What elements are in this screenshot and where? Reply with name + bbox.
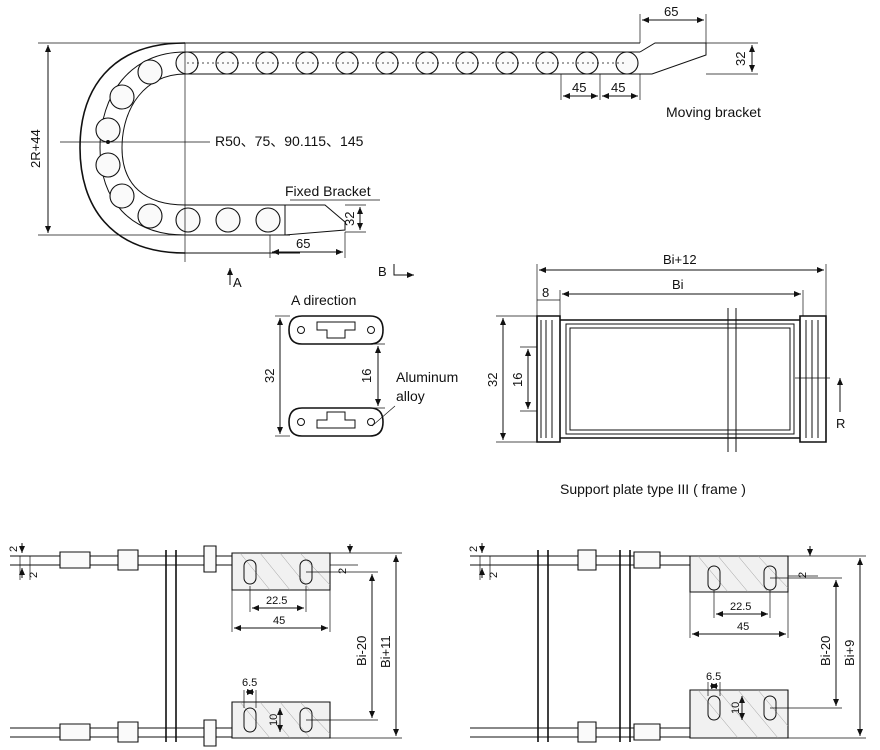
br-dim-22-5: 22.5 xyxy=(730,601,751,613)
a-direction-title: A direction xyxy=(291,292,356,308)
bracket-right-view xyxy=(470,543,866,743)
dim-45-b: 45 xyxy=(611,80,625,95)
top-links xyxy=(175,51,639,75)
material-line1: Aluminum xyxy=(396,369,458,385)
a-direction-view xyxy=(275,315,396,437)
bracket-left-view xyxy=(10,543,402,747)
dim-32-top: 32 xyxy=(733,52,748,66)
dim-65-bottom: 65 xyxy=(296,236,310,251)
dim-2r44: 2R+44 xyxy=(28,129,43,168)
dim-45-a: 45 xyxy=(572,80,586,95)
bl-dim-45: 45 xyxy=(273,615,285,627)
bl-dim-2-bottom: 2 xyxy=(28,572,40,578)
sp-caption: Support plate type III ( frame ) xyxy=(560,481,746,497)
moving-bracket-shape xyxy=(639,42,707,75)
dim-32-bottom: 32 xyxy=(342,212,357,226)
bl-dim-bi11: Bi+11 xyxy=(378,635,393,668)
sp-dim-bi: Bi xyxy=(672,277,684,292)
br-dim-6-5: 6.5 xyxy=(706,671,721,683)
br-dim-10: 10 xyxy=(730,702,742,714)
br-dim-2-bottom: 2 xyxy=(488,572,500,578)
br-dim-2-top: 2 xyxy=(468,546,480,552)
bl-dim-2-top: 2 xyxy=(8,546,20,552)
dim-65-top: 65 xyxy=(664,4,678,19)
br-dim-bi20: Bi-20 xyxy=(818,636,833,666)
bl-dim-10: 10 xyxy=(268,714,280,726)
bl-dim-2-plate: 2 xyxy=(337,568,349,574)
moving-bracket-label: Moving bracket xyxy=(666,104,761,120)
br-dim-bi9: Bi+9 xyxy=(842,640,857,666)
material-line2: alloy xyxy=(396,388,425,404)
support-plate-view xyxy=(496,264,843,452)
a-dim-16: 16 xyxy=(359,369,374,383)
view-arrow-a: A xyxy=(233,275,242,290)
bl-dim-bi20: Bi-20 xyxy=(354,636,369,666)
sp-dim-16: 16 xyxy=(510,373,525,387)
chain-top-view xyxy=(38,14,758,285)
sp-dim-8: 8 xyxy=(542,285,549,300)
bottom-links xyxy=(175,207,281,233)
radius-label: R50、75、90.115、145 xyxy=(215,133,364,149)
br-dim-2-plate: 2 xyxy=(797,572,809,578)
view-arrow-b: B xyxy=(378,264,387,279)
bend-links xyxy=(95,59,163,229)
br-dim-45: 45 xyxy=(737,621,749,633)
fixed-bracket-label: Fixed Bracket xyxy=(285,183,371,199)
a-dim-32: 32 xyxy=(262,369,277,383)
sp-mark-r: R xyxy=(836,416,845,431)
bl-dim-6-5: 6.5 xyxy=(242,677,257,689)
sp-dim-32: 32 xyxy=(485,373,500,387)
fixed-bracket-shape xyxy=(284,204,346,236)
bl-dim-22-5: 22.5 xyxy=(266,595,287,607)
sp-dim-bi12: Bi+12 xyxy=(663,252,697,267)
